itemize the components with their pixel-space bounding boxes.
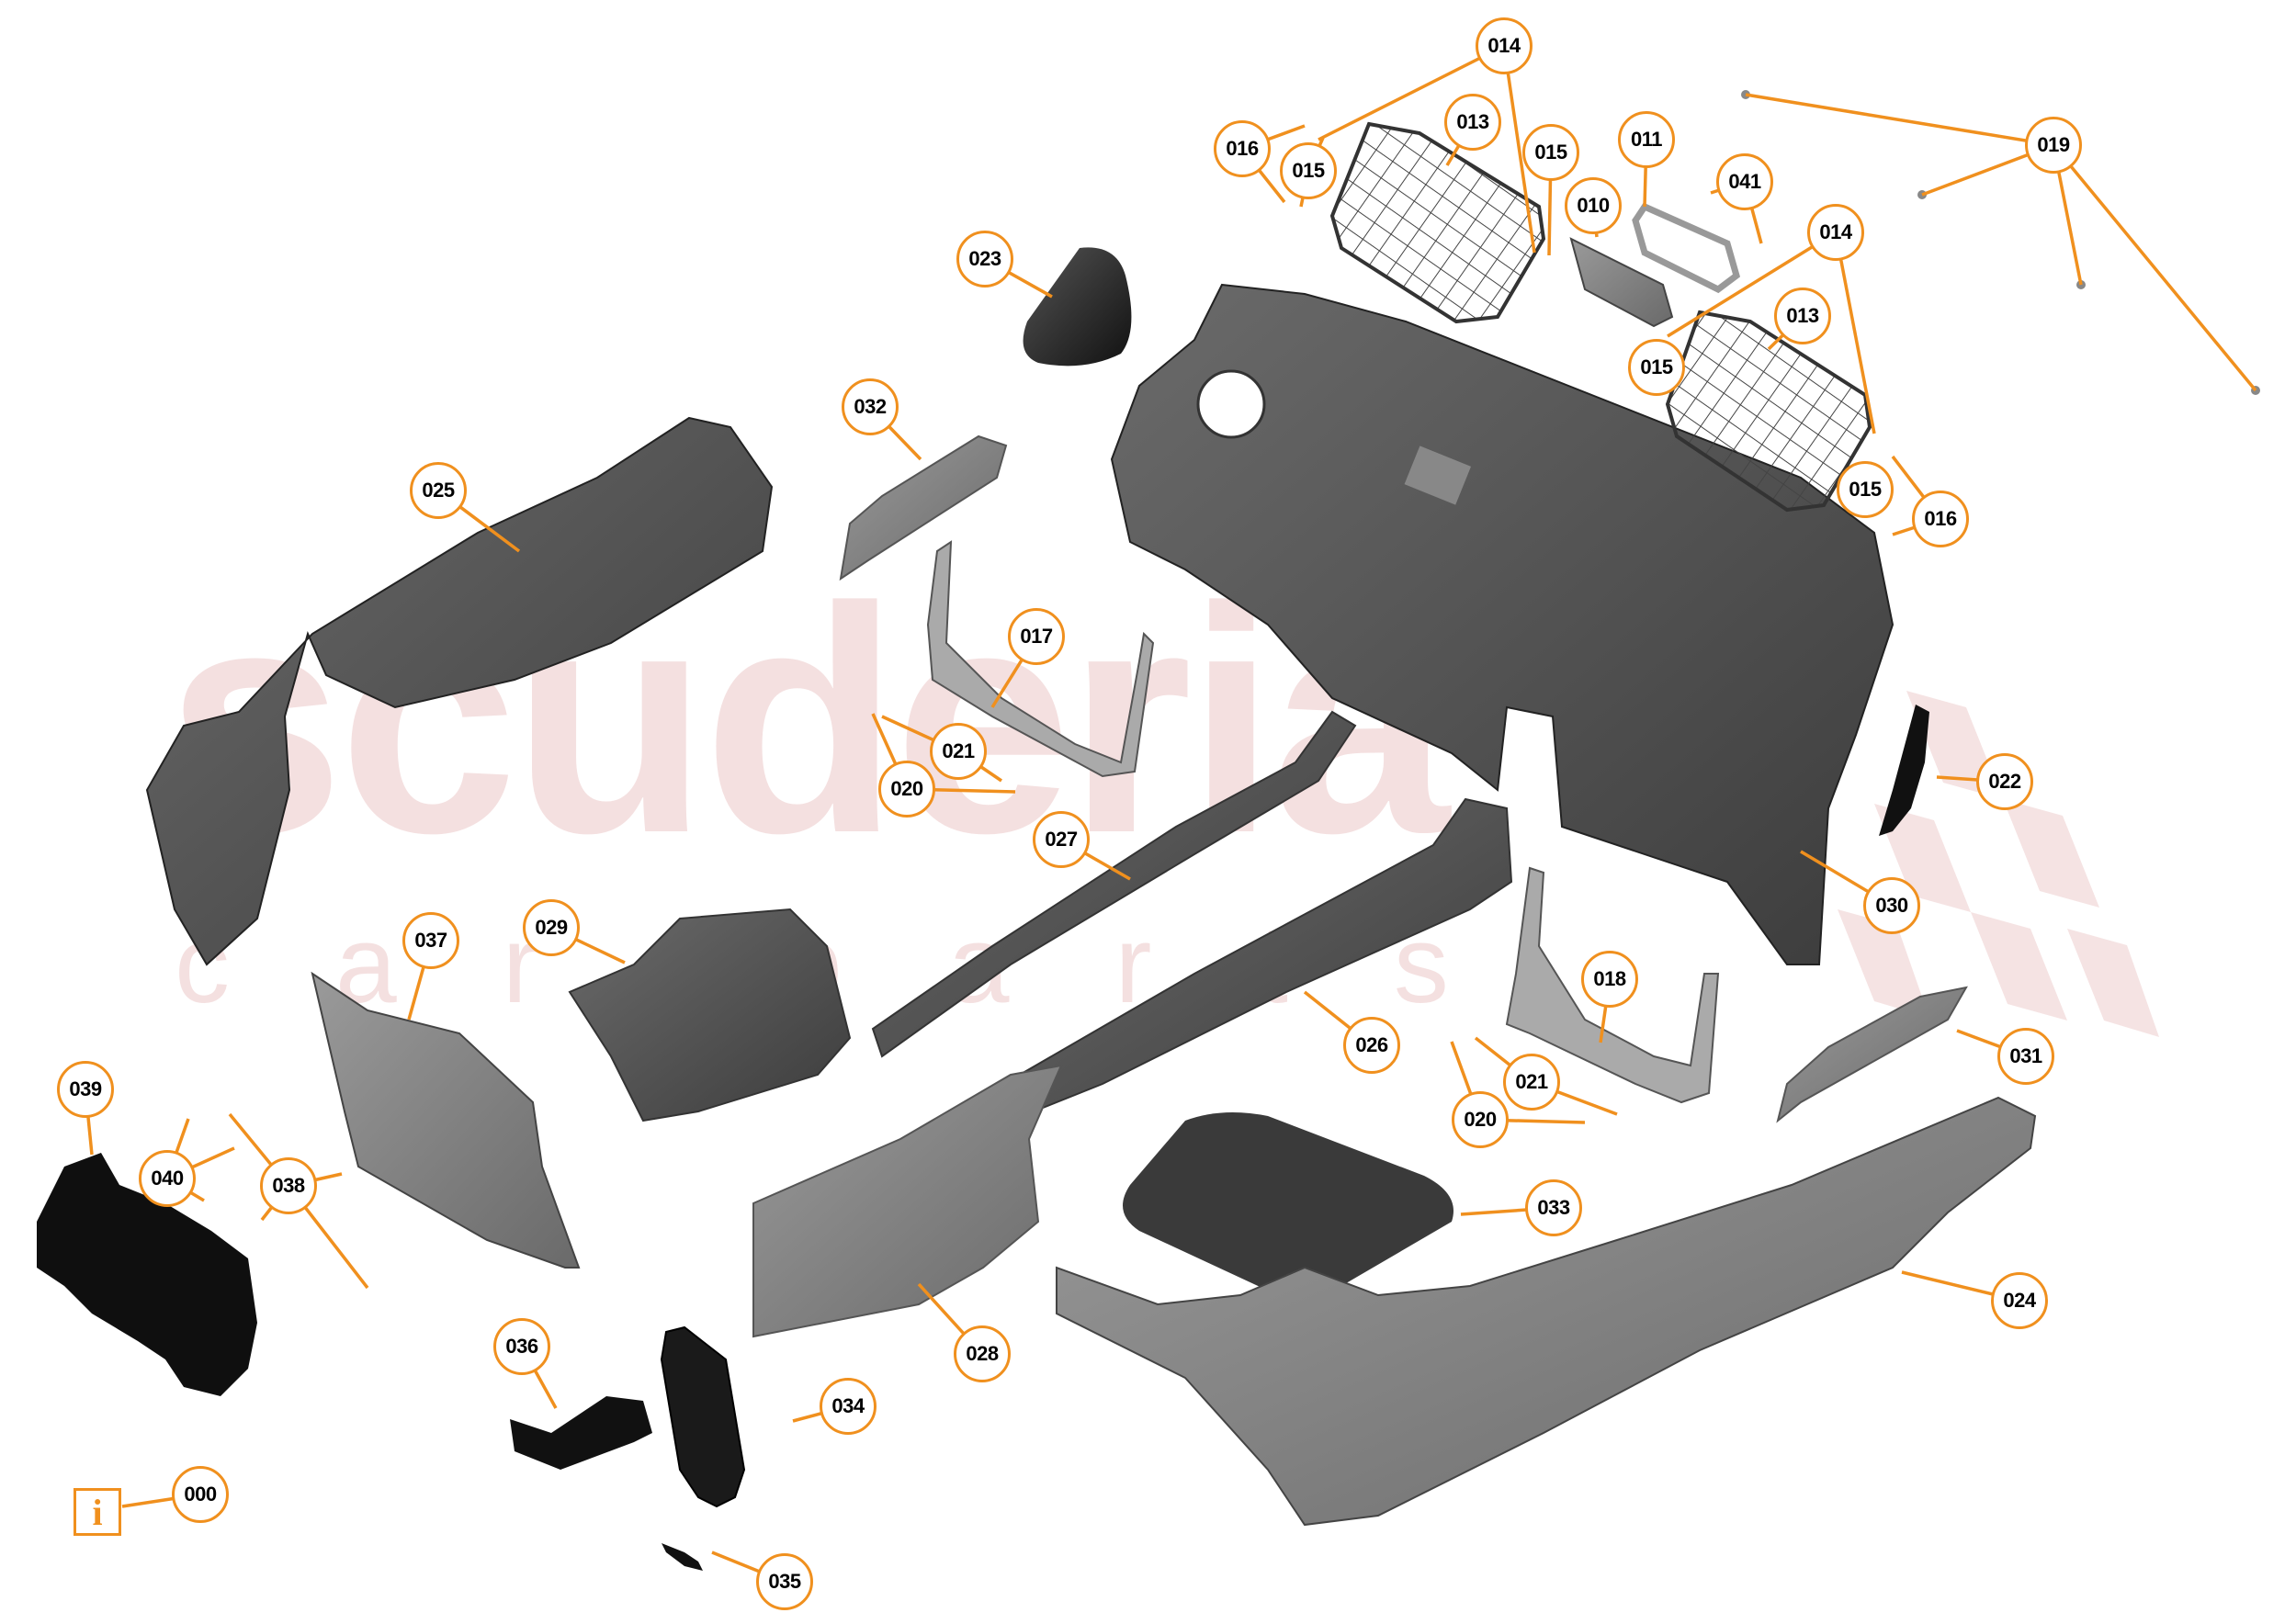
part-031-trim — [1776, 986, 1968, 1123]
callout-037[interactable]: 037 — [402, 912, 459, 969]
leader-line — [1834, 231, 1876, 434]
part-010-cover — [1569, 237, 1674, 328]
callout-040[interactable]: 040 — [139, 1150, 196, 1207]
callout-020[interactable]: 020 — [878, 761, 935, 818]
callout-010[interactable]: 010 — [1565, 177, 1622, 234]
part-033-mat — [1123, 1112, 1453, 1297]
leader-line — [1745, 93, 2054, 147]
callout-021[interactable]: 021 — [1503, 1054, 1560, 1111]
callout-017[interactable]: 017 — [1008, 608, 1065, 665]
callout-019[interactable]: 019 — [2025, 117, 2082, 174]
part-028-panel — [752, 1064, 1063, 1338]
callout-027[interactable]: 027 — [1033, 811, 1090, 868]
callout-018[interactable]: 018 — [1581, 951, 1638, 1008]
part-035-clip — [662, 1543, 703, 1571]
part-026-sill-trim — [1018, 797, 1513, 1113]
callout-031[interactable]: 031 — [1997, 1028, 2054, 1085]
callout-021[interactable]: 021 — [930, 723, 987, 780]
callout-015[interactable]: 015 — [1280, 142, 1337, 199]
part-017-bracket — [926, 540, 1155, 778]
part-025-side-trim-left — [145, 416, 774, 966]
part-029-tray — [568, 908, 852, 1122]
part-018-bracket — [1505, 866, 1720, 1104]
callout-033[interactable]: 033 — [1525, 1179, 1582, 1236]
callout-000[interactable]: 000 — [172, 1466, 229, 1523]
part-023-cap — [1023, 247, 1132, 367]
callout-029[interactable]: 029 — [523, 899, 580, 956]
callout-011[interactable]: 011 — [1618, 111, 1675, 168]
leader-line — [1502, 45, 1536, 254]
info-icon[interactable]: i — [74, 1488, 121, 1536]
part-037-panel — [311, 971, 581, 1269]
callout-028[interactable]: 028 — [954, 1325, 1011, 1382]
callout-024[interactable]: 024 — [1991, 1272, 2048, 1329]
callout-025[interactable]: 025 — [410, 462, 467, 519]
callout-016[interactable]: 016 — [1214, 120, 1271, 177]
part-039-bracket — [37, 1153, 257, 1396]
part-013-mesh-upper — [1329, 121, 1546, 324]
leader-line — [1667, 231, 1837, 338]
callout-015[interactable]: 015 — [1837, 461, 1894, 518]
callout-032[interactable]: 032 — [842, 378, 899, 435]
callout-041[interactable]: 041 — [1716, 153, 1773, 210]
part-022-grille — [1879, 705, 1929, 836]
part-024-side-trim-right — [1056, 1096, 2037, 1527]
part-036-strap — [510, 1396, 652, 1470]
callout-013[interactable]: 013 — [1774, 288, 1831, 344]
part-034-lamp — [660, 1325, 746, 1508]
callout-022[interactable]: 022 — [1976, 753, 2033, 810]
callout-035[interactable]: 035 — [756, 1553, 813, 1610]
part-032-trim — [839, 434, 1008, 581]
callout-038[interactable]: 038 — [260, 1157, 317, 1214]
leader-line — [1318, 44, 1505, 141]
leader-line — [2052, 143, 2257, 392]
callout-015[interactable]: 015 — [1628, 339, 1685, 396]
callout-014[interactable]: 014 — [1807, 204, 1864, 261]
callout-014[interactable]: 014 — [1476, 17, 1533, 74]
part-030-bulkhead-panel — [1110, 283, 1894, 965]
callout-023[interactable]: 023 — [956, 231, 1013, 288]
callout-039[interactable]: 039 — [57, 1061, 114, 1118]
callout-036[interactable]: 036 — [493, 1318, 550, 1375]
callout-016[interactable]: 016 — [1912, 491, 1969, 547]
part-011-frame — [1632, 202, 1741, 294]
callout-013[interactable]: 013 — [1444, 94, 1501, 151]
callout-020[interactable]: 020 — [1452, 1091, 1509, 1148]
callout-030[interactable]: 030 — [1863, 877, 1920, 934]
callout-026[interactable]: 026 — [1343, 1017, 1400, 1074]
part-013-mesh-lower — [1665, 310, 1872, 513]
callout-034[interactable]: 034 — [820, 1378, 877, 1435]
callout-015[interactable]: 015 — [1522, 124, 1579, 181]
part-027-sill-trim — [871, 710, 1357, 1058]
